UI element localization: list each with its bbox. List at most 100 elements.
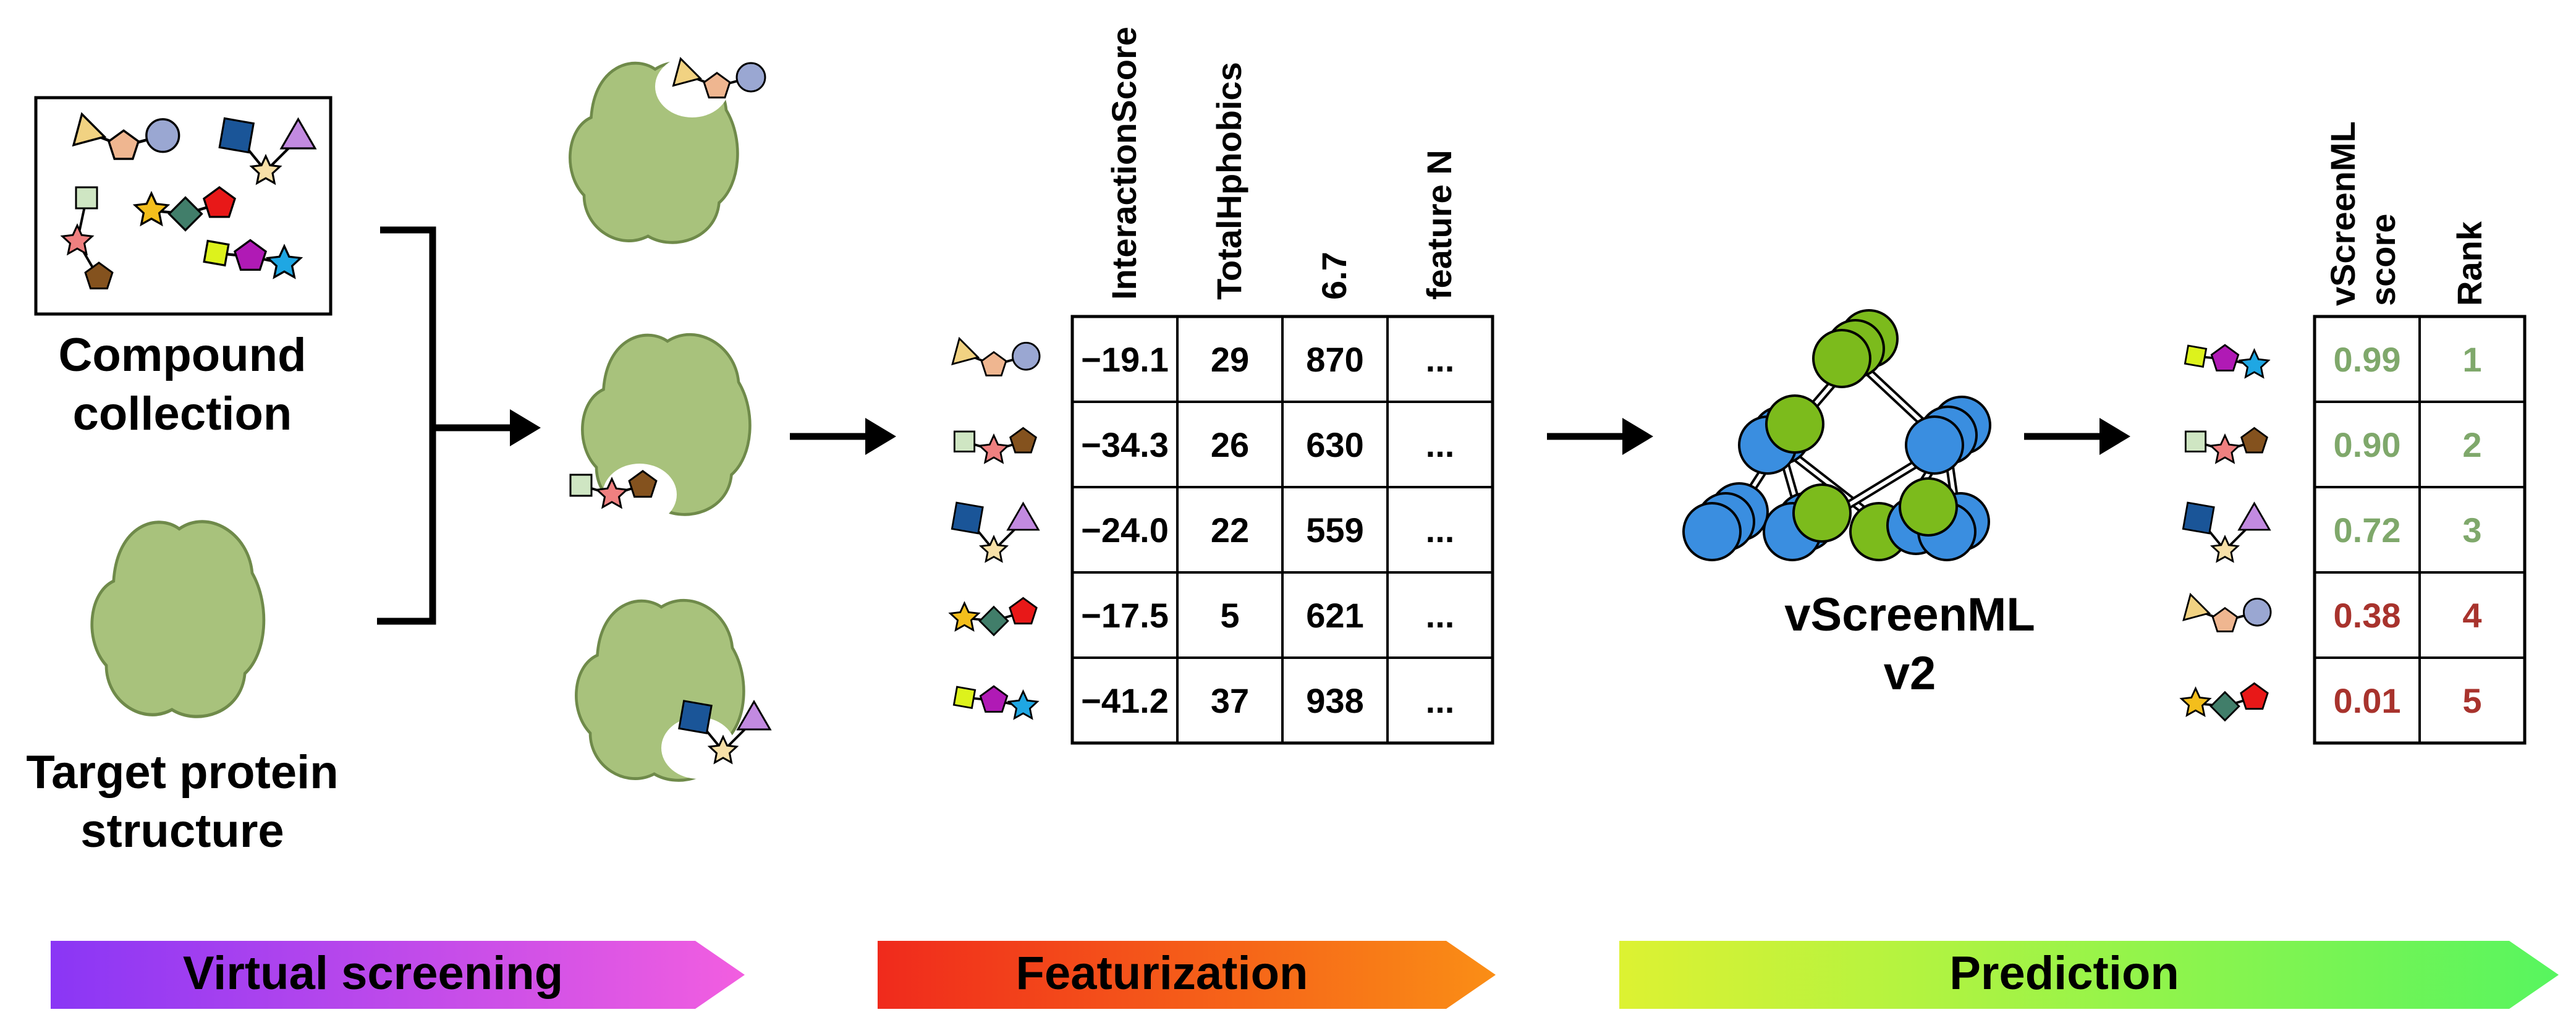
star-icon [977, 433, 1010, 464]
stage-arrow-shape [1619, 941, 2559, 1009]
square-icon [203, 239, 230, 267]
docked-complex-2 [569, 334, 750, 525]
model-name-line2: v2 [1884, 647, 1936, 700]
table-cell: 37 [1211, 681, 1249, 720]
compound-label-line1: Compound [58, 329, 306, 381]
model-network-icon [1682, 309, 1991, 561]
ranked-compound-2 [2184, 427, 2268, 464]
stage-label: Prediction [1949, 947, 2179, 1000]
ranked-compound-1 [2184, 344, 2271, 379]
square-icon [218, 117, 255, 154]
feature-header-4: feature N [1420, 150, 1459, 300]
table-cell: 29 [1211, 340, 1249, 379]
star-icon [60, 223, 95, 256]
star-icon [2208, 433, 2242, 464]
table-row: 0.90 2 [2334, 425, 2482, 464]
arrow-head-icon [865, 418, 896, 455]
results-header-rank: Rank [2450, 221, 2489, 306]
table-cell: 870 [1306, 340, 1363, 379]
pentagon-icon [2240, 427, 2268, 454]
table-cell: −24.0 [1081, 511, 1169, 550]
square-icon [2184, 344, 2208, 368]
diamond-icon [2210, 690, 2240, 722]
docked-ligand-1 [672, 57, 766, 99]
rank-cell: 2 [2462, 425, 2481, 464]
square-icon [2184, 430, 2207, 452]
compound-3 [60, 186, 114, 290]
compound-label-line2: collection [73, 388, 292, 440]
pentagon-icon [202, 186, 237, 218]
star-icon [132, 190, 171, 227]
network-node [1765, 394, 1824, 454]
star-icon [265, 244, 303, 279]
circle-icon [145, 118, 180, 153]
triangle-icon [72, 112, 107, 147]
stage-banner-3: Prediction [1619, 941, 2559, 1009]
diamond-icon [167, 196, 203, 232]
circle-icon [735, 62, 766, 93]
star-icon [249, 153, 282, 185]
arrow-head-icon [1622, 418, 1653, 455]
compound-collection [34, 96, 333, 316]
stage-label: Featurization [1016, 947, 1308, 1000]
rank-cell: 4 [2462, 596, 2481, 635]
table-cell: 938 [1306, 681, 1363, 720]
ranked-compound-4 [2182, 592, 2272, 632]
pentagon-icon [979, 685, 1009, 713]
triangle-icon [2237, 501, 2271, 531]
score-cell: 0.90 [2334, 425, 2401, 464]
triangle-icon [736, 700, 772, 731]
feature-row-compound-1 [951, 336, 1041, 376]
binding-pocket [655, 56, 729, 117]
table-cell: −19.1 [1081, 340, 1169, 379]
triangle-icon [2182, 592, 2211, 621]
docked-complexes [569, 56, 772, 780]
network-node [1812, 329, 1871, 388]
feature-row-compound-4 [948, 597, 1038, 637]
compound-5 [203, 239, 303, 279]
pentagon-icon [2211, 606, 2239, 632]
rank-cell: 3 [2462, 511, 2481, 550]
protein-blob-icon [92, 522, 264, 716]
square-icon [952, 686, 977, 710]
pentagon-icon [628, 470, 658, 498]
network-node [1792, 483, 1852, 543]
pentagon-icon [703, 72, 731, 99]
feature-table-compounds [948, 336, 1041, 720]
square-icon [953, 430, 976, 452]
feature-row-compound-2 [953, 427, 1037, 464]
star-icon [948, 601, 981, 632]
target-label-line1: Target protein [26, 746, 338, 799]
circle-icon [1012, 342, 1041, 371]
model-name-line1: vScreenML [1784, 588, 2035, 641]
compound-4 [132, 186, 237, 232]
star-icon [595, 477, 629, 509]
table-cell: 5 [1220, 596, 1239, 635]
network-node [1899, 477, 1958, 537]
score-cell: 0.38 [2334, 596, 2401, 635]
table-cell: 559 [1306, 511, 1363, 550]
pentagon-icon [1009, 597, 1038, 625]
star-icon [707, 734, 739, 765]
table-cell: −17.5 [1081, 596, 1169, 635]
pentagon-icon [84, 261, 114, 290]
square-icon [678, 700, 713, 734]
binding-pocket [661, 717, 735, 779]
merge-bracket [377, 226, 513, 625]
table-cell: ... [1426, 596, 1455, 635]
feature-row-compound-3 [951, 501, 1040, 563]
pentagon-icon [2240, 682, 2269, 710]
square-icon [951, 501, 984, 535]
ranked-compound-3 [2182, 501, 2271, 563]
docked-ligand-3 [678, 700, 772, 765]
diamond-icon [978, 605, 1009, 637]
results-header-score-line1: vScreenML [2323, 121, 2362, 306]
stage-banner-2: Featurization [878, 941, 1496, 1009]
